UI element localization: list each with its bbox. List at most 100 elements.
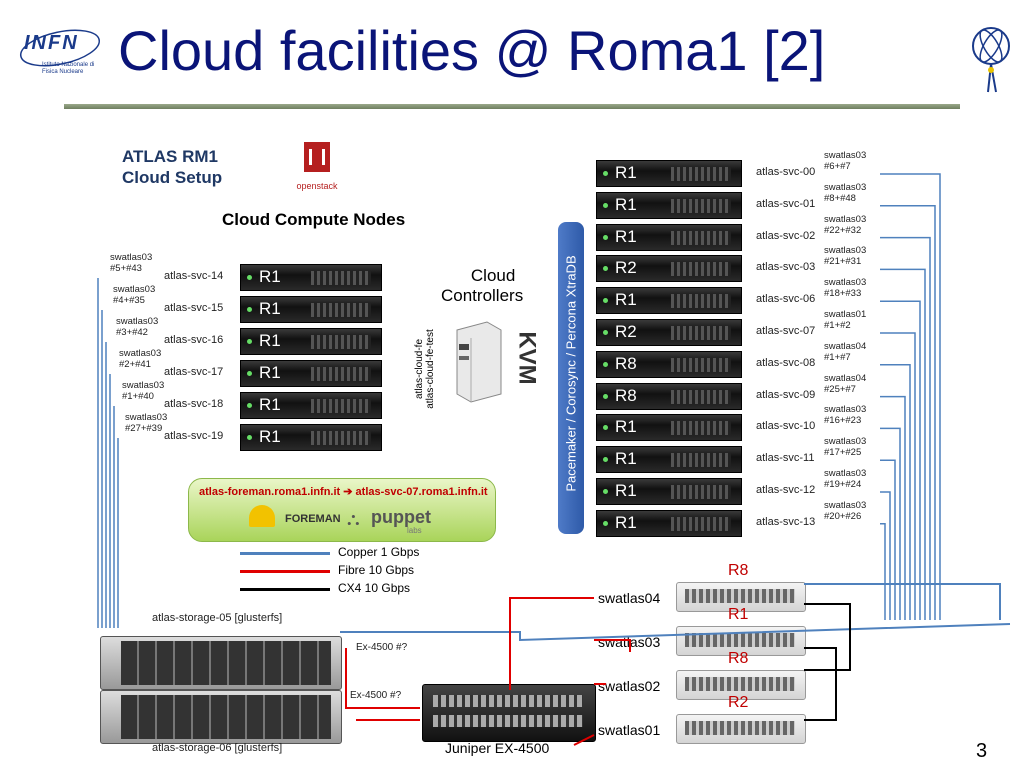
port-row xyxy=(685,721,795,735)
vent-grille xyxy=(671,516,731,531)
compute-switch-port: swatlas03 #2+#41 xyxy=(119,348,162,370)
service-switch-port: swatlas03 #20+#26 xyxy=(824,499,867,522)
legend-label: Fibre 10 Gbps xyxy=(338,563,415,577)
cable-line xyxy=(594,639,631,652)
cable-line xyxy=(880,395,906,620)
service-switch-port: swatlas03 #19+#24 xyxy=(824,468,867,490)
cable-line xyxy=(880,173,941,620)
compute-switch-port: swatlas03 #1+#40 xyxy=(122,380,165,402)
service-switch-port: swatlas03 #17+#25 xyxy=(824,436,867,459)
puppet-label: puppet xyxy=(371,507,431,527)
server-unit: R1 xyxy=(596,446,742,474)
vent-grille xyxy=(671,262,731,277)
drive-bays xyxy=(121,695,331,739)
pacemaker-bar: Pacemaker / Corosync / Percona XtraDB xyxy=(558,222,584,534)
foreman-host: atlas-foreman.roma1.infn.it xyxy=(199,486,341,498)
server-unit: R1 xyxy=(596,287,742,315)
server-unit: R8 xyxy=(596,350,742,378)
service-hostname: atlas-svc-13 xyxy=(756,515,816,528)
storage-server xyxy=(100,690,342,744)
status-led-icon xyxy=(247,307,252,312)
vent-grille xyxy=(671,421,731,436)
legend-label: Copper 1 Gbps xyxy=(338,545,420,559)
rack-label: R1 xyxy=(259,267,281,286)
status-led-icon xyxy=(247,339,252,344)
switch-name: swatlas04 xyxy=(598,590,661,606)
service-hostname: atlas-svc-08 xyxy=(756,356,816,369)
status-led-icon xyxy=(247,435,252,440)
service-switch-port: swatlas01 #1+#2 xyxy=(824,309,867,331)
service-hostname: atlas-svc-07 xyxy=(756,325,816,337)
vent-grille xyxy=(671,230,731,245)
title-divider xyxy=(64,104,960,109)
server-unit: R1 xyxy=(596,509,742,537)
switch-rack-label: R1 xyxy=(728,606,749,623)
legend-label: CX4 10 Gbps xyxy=(338,581,411,595)
rack-label: R1 xyxy=(615,481,637,500)
cable-line xyxy=(880,268,926,620)
rack-label: R1 xyxy=(615,417,637,437)
controllers-title: Cloud Controllers xyxy=(441,266,524,305)
network-switch xyxy=(676,582,806,612)
storage-name: atlas-storage-06 [glusterfs] xyxy=(152,742,283,754)
foreman-banner: atlas-foreman.roma1.infn.it ➔ atlas-svc-… xyxy=(188,478,496,542)
slide-title: Cloud facilities @ Roma1 [2] xyxy=(118,19,826,82)
rack-label: R1 xyxy=(259,363,281,382)
status-led-icon xyxy=(603,489,608,494)
status-led-icon xyxy=(247,371,252,376)
arrow-right-icon: ➔ xyxy=(343,486,353,498)
status-led-icon xyxy=(603,520,608,526)
service-hostname: atlas-svc-09 xyxy=(756,388,816,401)
vent-grille xyxy=(311,335,371,349)
status-led-icon xyxy=(603,457,608,463)
status-led-icon xyxy=(603,425,608,431)
status-led-icon xyxy=(603,393,608,399)
vent-grille xyxy=(671,453,731,468)
atlas-logo xyxy=(966,18,1016,98)
cable-line xyxy=(804,603,851,671)
status-led-icon xyxy=(247,403,252,408)
rack-label: R1 xyxy=(259,331,281,350)
storage-server xyxy=(100,636,342,690)
status-led-icon xyxy=(603,266,608,272)
server-unit: R1 xyxy=(240,296,382,323)
juniper-label: Juniper EX-4500 xyxy=(445,740,550,756)
compute-hostname: atlas-svc-19 xyxy=(164,430,224,442)
service-switch-port: swatlas04 #25+#7 xyxy=(824,372,867,395)
service-hostname: atlas-svc-12 xyxy=(756,484,816,496)
rack-label: R1 xyxy=(615,226,637,246)
cable-line xyxy=(880,300,921,620)
compute-hostname: atlas-svc-15 xyxy=(164,302,224,314)
vent-grille xyxy=(311,271,371,285)
service-switch-port: swatlas03 #18+#33 xyxy=(824,277,867,300)
rack-label: R1 xyxy=(259,395,281,414)
vent-grille xyxy=(311,431,371,445)
rack-label: R1 xyxy=(615,290,637,310)
controller-tower-icon xyxy=(445,320,505,404)
service-hostname: atlas-svc-03 xyxy=(756,261,816,274)
service-switch-port: swatlas04 #1+#7 xyxy=(824,340,867,363)
cable-line xyxy=(880,364,911,620)
server-unit: R1 xyxy=(240,264,382,291)
drive-bays xyxy=(121,641,331,685)
rack-label: R2 xyxy=(615,258,637,278)
status-led-icon xyxy=(603,171,608,176)
server-unit: R1 xyxy=(596,191,742,219)
foreman-label: FOREMAN xyxy=(285,513,341,525)
port-row xyxy=(685,633,795,647)
status-led-icon xyxy=(603,361,608,367)
vent-grille xyxy=(311,367,371,381)
cable-line xyxy=(573,734,595,746)
vent-grille xyxy=(671,326,731,340)
switch-rack-label: R8 xyxy=(728,650,749,667)
cable-line xyxy=(804,583,1001,620)
rack-label: R2 xyxy=(615,322,637,341)
rack-label: R1 xyxy=(615,163,637,182)
service-hostname: atlas-svc-10 xyxy=(756,420,816,433)
compute-hostname: atlas-svc-16 xyxy=(164,334,224,346)
cable-line xyxy=(880,459,896,620)
vent-grille xyxy=(671,485,731,499)
legend-swatch xyxy=(240,588,330,591)
cable-line xyxy=(509,597,594,690)
vent-grille xyxy=(671,198,731,213)
